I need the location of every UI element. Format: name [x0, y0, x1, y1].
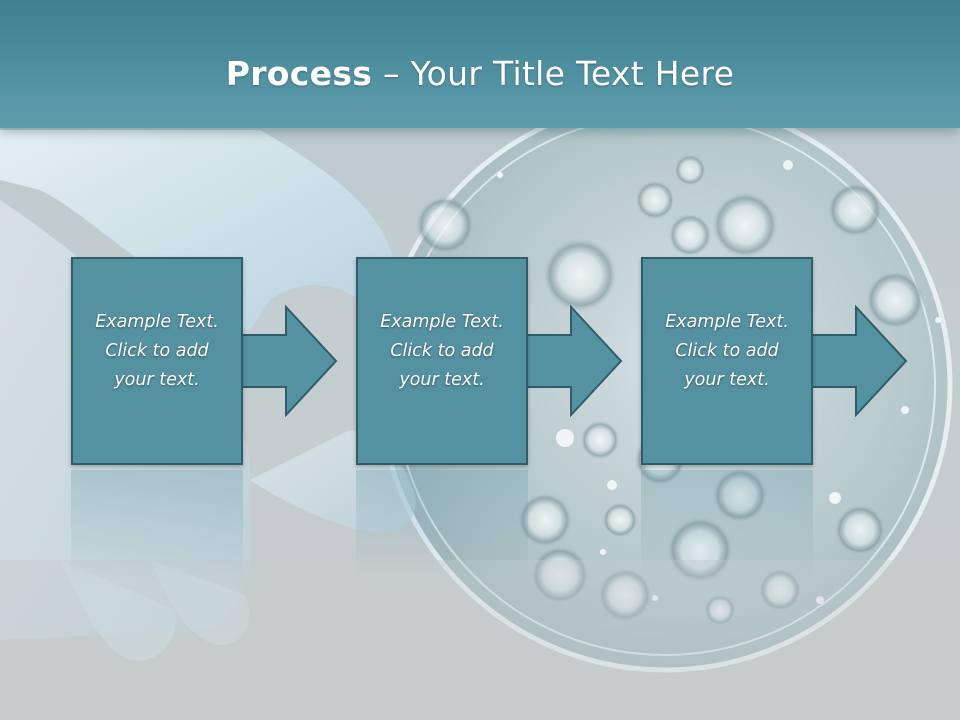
step-line: Example Text. — [665, 311, 789, 332]
step-line: your text. — [399, 369, 485, 390]
step-2-reflection — [356, 470, 528, 580]
title-bold: Process — [225, 54, 373, 93]
step-box-1[interactable]: Example Text. Click to add your text. — [71, 257, 243, 465]
right-arrow-icon — [806, 305, 908, 417]
step-line: your text. — [684, 369, 770, 390]
step-3-reflection — [641, 470, 813, 580]
title-bar: Process – Your Title Text Here — [0, 0, 960, 128]
step-line: your text. — [114, 369, 200, 390]
right-arrow-icon — [236, 305, 338, 417]
step-line: Example Text. — [95, 311, 219, 332]
right-arrow-icon — [521, 305, 623, 417]
step-line: Click to add — [675, 340, 779, 361]
step-text-1: Example Text. Click to add your text. — [82, 308, 232, 395]
slide-title[interactable]: Process – Your Title Text Here — [0, 54, 960, 93]
step-line: Click to add — [105, 340, 209, 361]
step-1-reflection — [71, 470, 243, 580]
step-box-2[interactable]: Example Text. Click to add your text. — [356, 257, 528, 465]
step-box-3[interactable]: Example Text. Click to add your text. — [641, 257, 813, 465]
step-text-3: Example Text. Click to add your text. — [652, 308, 802, 395]
step-line: Click to add — [390, 340, 494, 361]
step-text-2: Example Text. Click to add your text. — [367, 308, 517, 395]
step-line: Example Text. — [380, 311, 504, 332]
title-rest: – Your Title Text Here — [372, 54, 735, 93]
